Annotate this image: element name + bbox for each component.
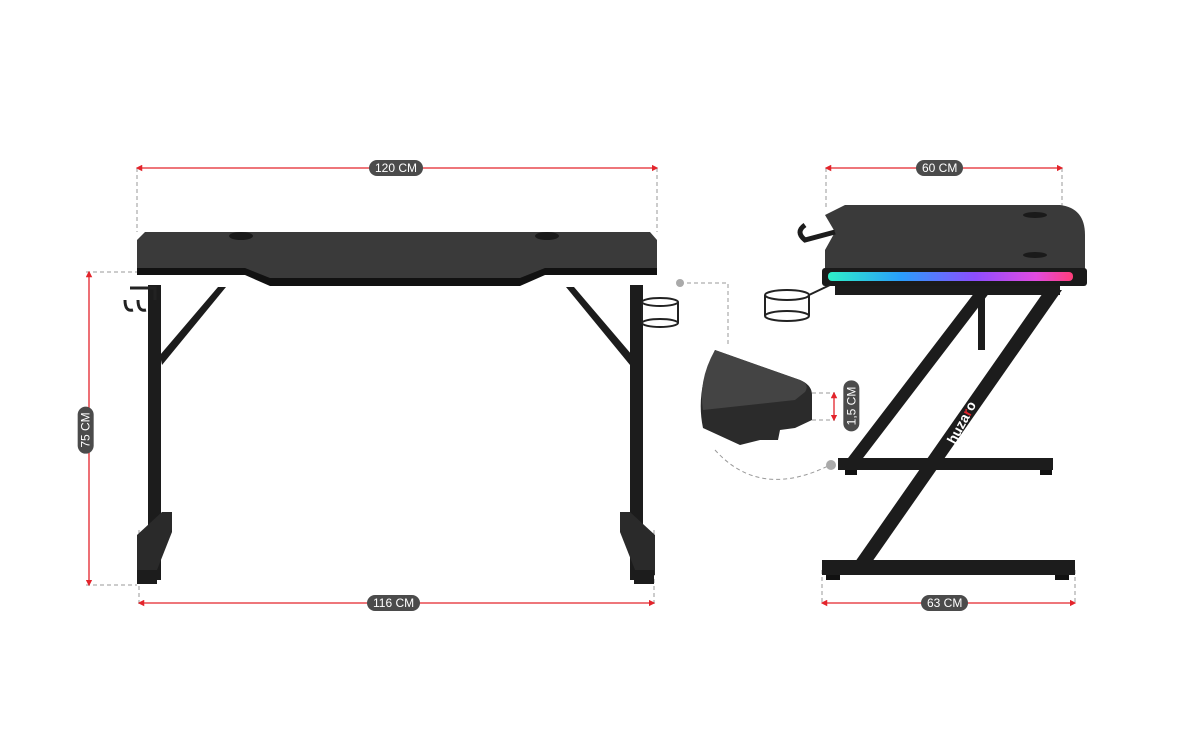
brand-logo: huzaro (944, 398, 980, 446)
top-edge-detail (700, 350, 812, 445)
base-depth-label: 63 CM (921, 595, 969, 611)
headphone-hook (797, 222, 836, 243)
depth-label: 60 CM (916, 160, 964, 176)
detail-anchor-dot (676, 279, 684, 287)
detail-anchor-dot (826, 460, 836, 470)
cup-holder (764, 284, 831, 322)
headphone-hook (123, 286, 157, 312)
cable-grommet (535, 232, 559, 240)
thickness-label: 1,5 CM (843, 380, 860, 432)
leg-span-label: 116 CM (367, 595, 421, 611)
desk-side-view: huzaro (764, 205, 1087, 580)
rgb-led-strip (828, 272, 1073, 281)
width-label: 120 CM (369, 160, 424, 176)
cable-grommet (229, 232, 253, 240)
desk-front-view (123, 232, 679, 584)
cup-holder (641, 297, 679, 328)
height-label: 75 CM (77, 406, 94, 454)
